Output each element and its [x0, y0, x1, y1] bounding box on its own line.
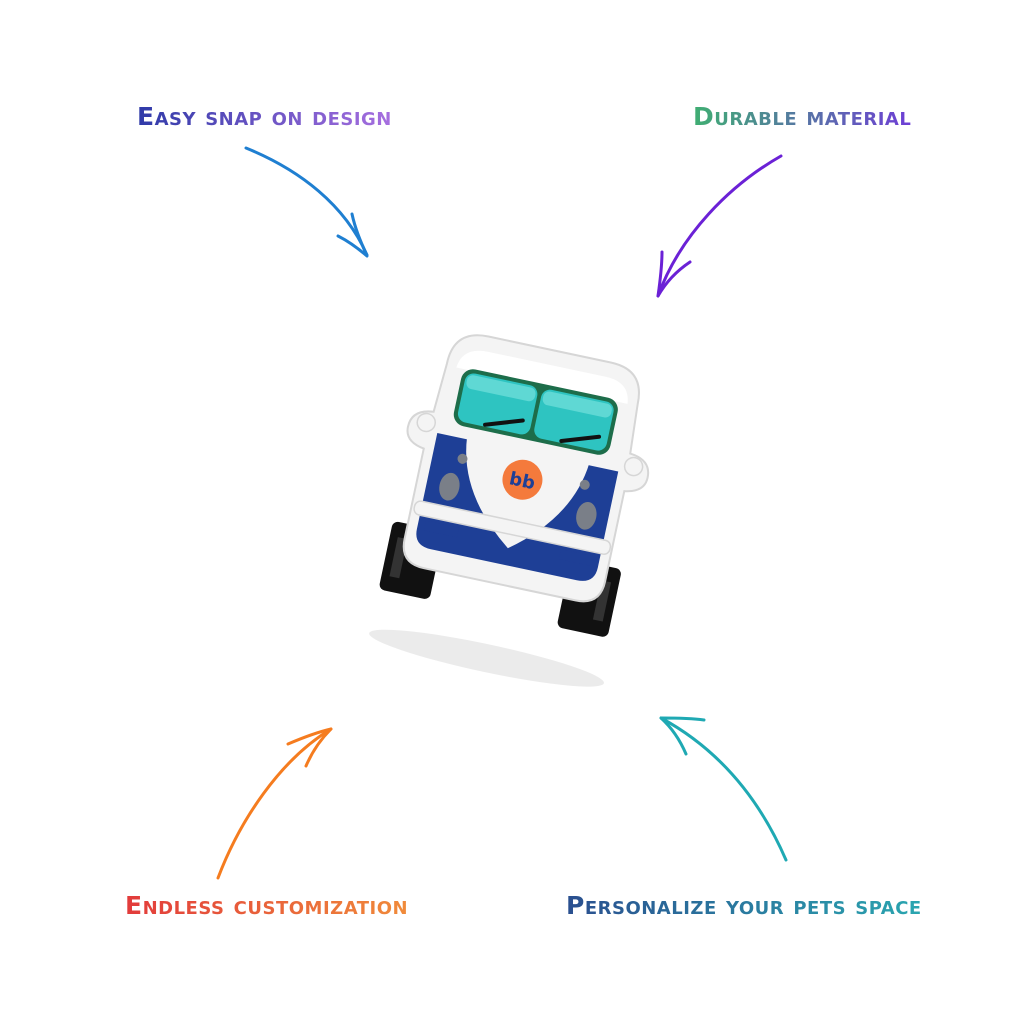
- arrow-top-right-icon: [656, 154, 783, 298]
- arrow-bottom-right-icon: [659, 716, 788, 862]
- feature-label-easy-snap: Easy snap on design: [137, 102, 392, 131]
- feature-label-personalize: Personalize your pets space: [566, 891, 922, 920]
- feature-label-durable: Durable material: [693, 102, 912, 131]
- arrow-top-left-icon: [244, 146, 369, 258]
- arrow-bottom-left-icon: [216, 727, 333, 880]
- van-charm-image: bb: [369, 334, 650, 687]
- feature-label-customization: Endless customization: [125, 891, 409, 920]
